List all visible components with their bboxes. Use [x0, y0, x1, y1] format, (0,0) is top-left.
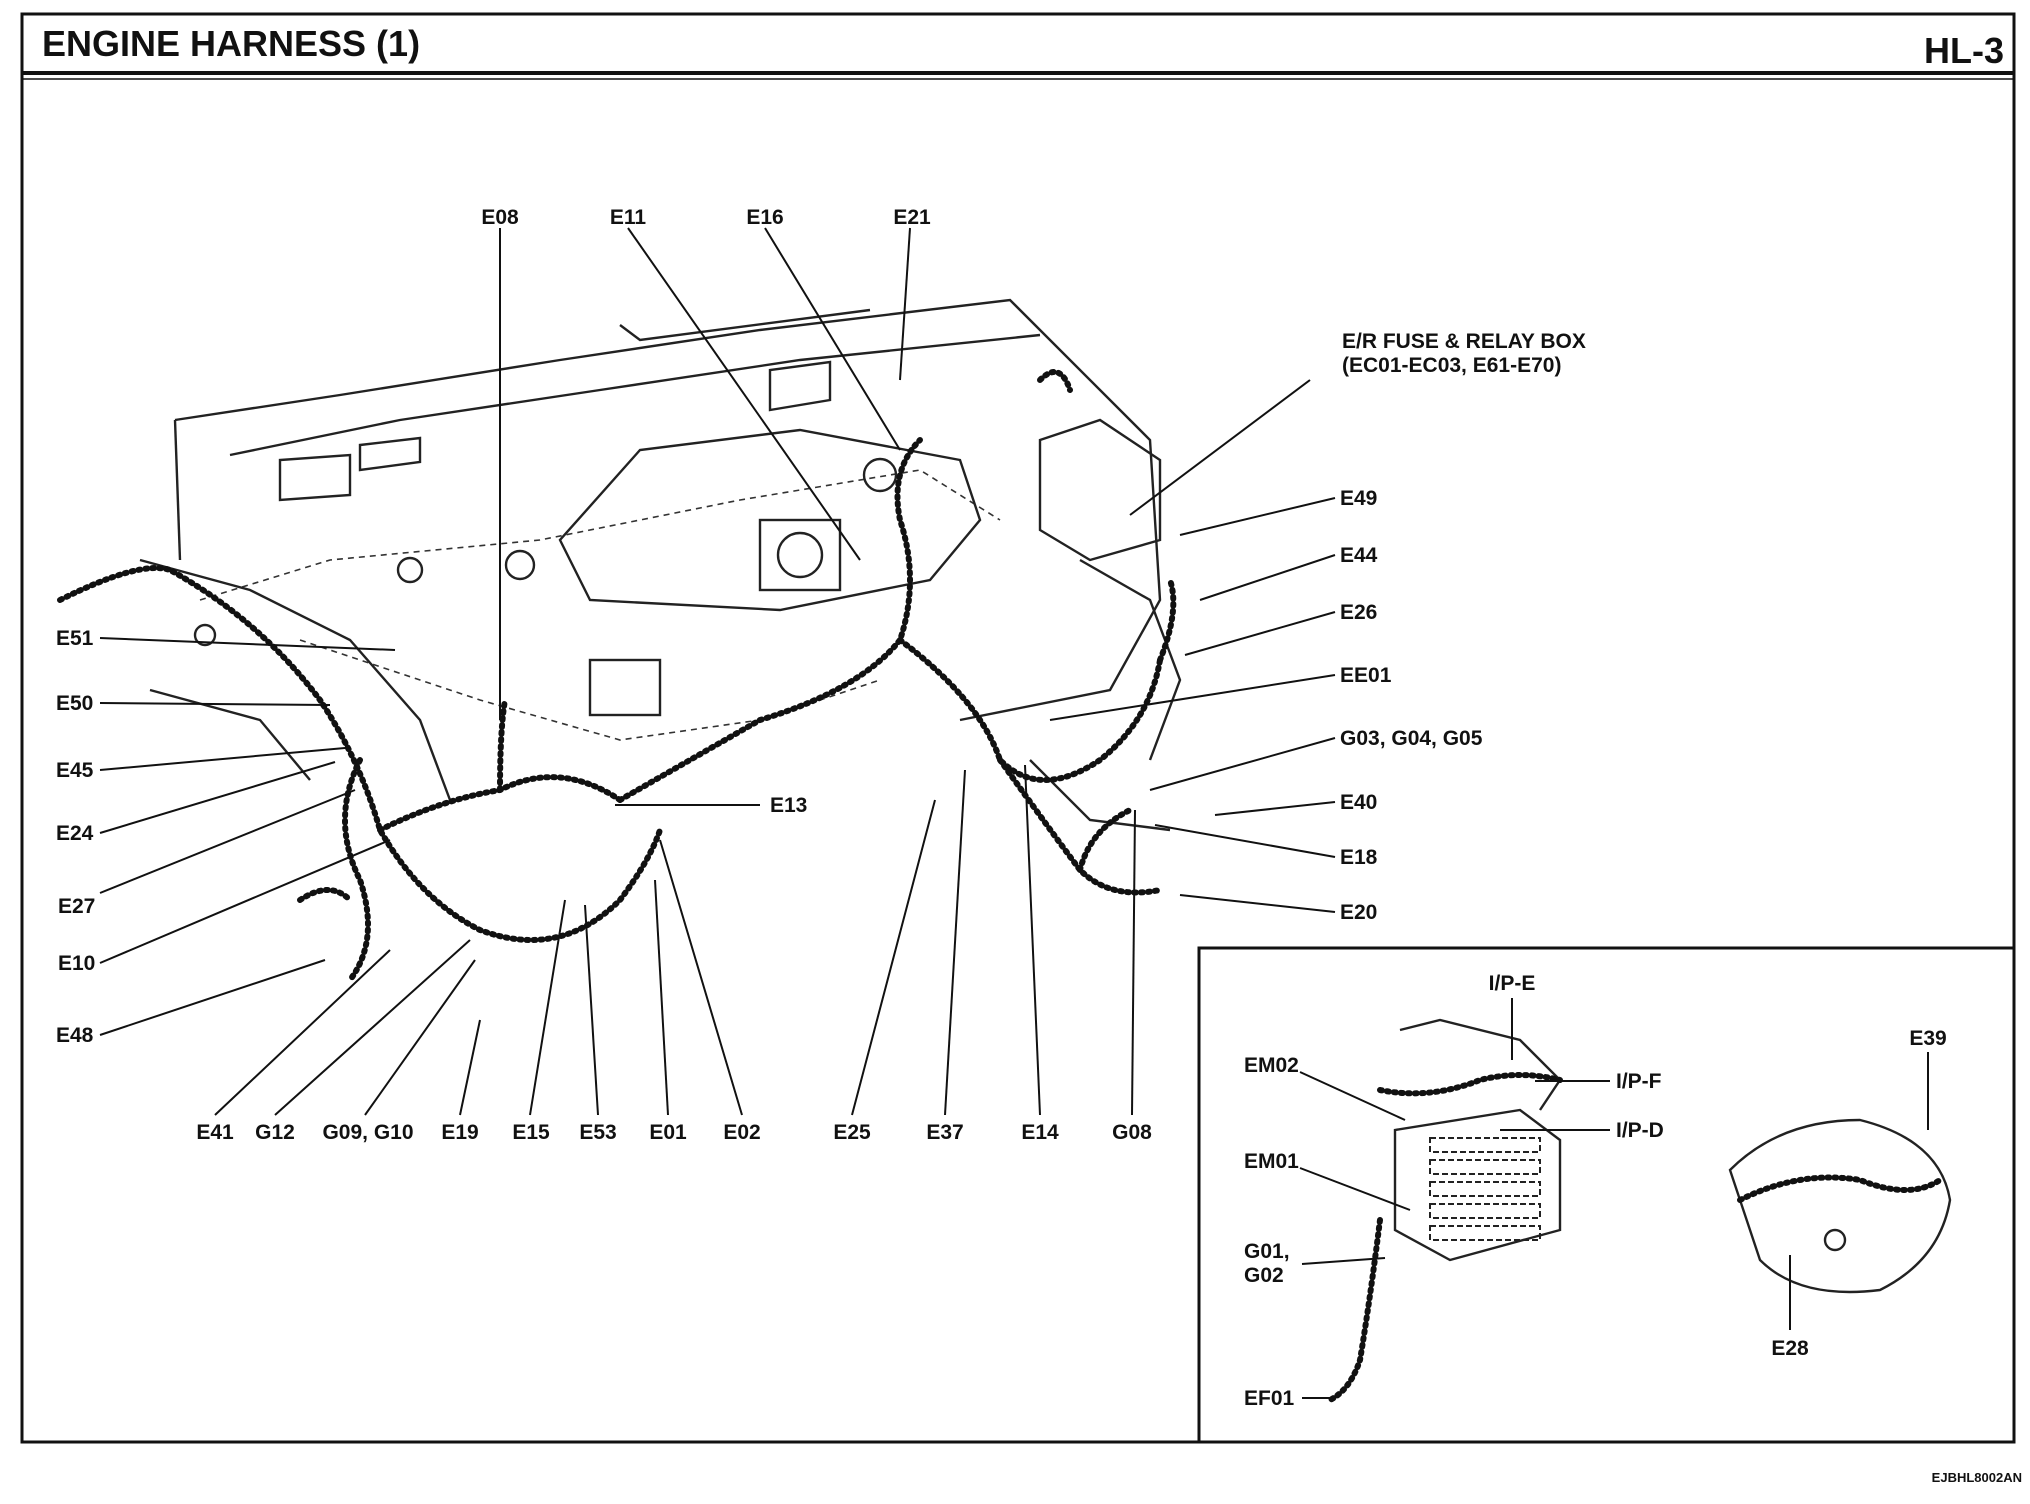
label-g02: G02 [1244, 1264, 1284, 1287]
label-e37: E37 [926, 1121, 963, 1144]
label-fuse-box-line2: (EC01-EC03, E61-E70) [1342, 354, 1561, 377]
label-e13: E13 [770, 794, 807, 817]
label-g01: G01, [1244, 1240, 1290, 1263]
label-e02: E02 [723, 1121, 760, 1144]
label-e50: E50 [56, 692, 93, 715]
label-g12: G12 [255, 1121, 295, 1144]
label-em02: EM02 [1244, 1054, 1299, 1077]
label-fuse-box-line1: E/R FUSE & RELAY BOX [1342, 330, 1586, 353]
page-title: ENGINE HARNESS (1) [42, 23, 420, 64]
label-e14: E14 [1021, 1121, 1059, 1144]
label-e26: E26 [1340, 601, 1377, 624]
main-view-labels: E08 E11 E16 E21 E/R FUSE & RELAY BOX (EC… [56, 206, 1586, 1144]
label-e51: E51 [56, 627, 94, 650]
label-e28: E28 [1771, 1337, 1809, 1360]
label-e49: E49 [1340, 487, 1377, 510]
engine-bay-drawing [139, 298, 1182, 832]
label-e27: E27 [58, 895, 95, 918]
fuse-grid [1429, 1137, 1541, 1241]
label-e53: E53 [579, 1121, 616, 1144]
label-ip-e: I/P-E [1489, 972, 1536, 995]
label-e20: E20 [1340, 901, 1377, 924]
callout-leaders [99, 227, 1336, 1116]
label-g03-g04-g05: G03, G04, G05 [1340, 727, 1483, 750]
label-ip-d: I/P-D [1616, 1119, 1664, 1142]
page-border [20, 12, 2016, 1444]
label-e19: E19 [441, 1121, 478, 1144]
label-g08: G08 [1112, 1121, 1152, 1144]
label-e45: E45 [56, 759, 94, 782]
label-e21: E21 [893, 206, 931, 229]
label-g09-g10: G09, G10 [322, 1121, 413, 1144]
label-e48: E48 [56, 1024, 94, 1047]
label-e39: E39 [1909, 1027, 1946, 1050]
label-em01: EM01 [1244, 1150, 1299, 1173]
label-e44: E44 [1340, 544, 1378, 567]
label-ee01: EE01 [1340, 664, 1392, 687]
label-e01: E01 [649, 1121, 687, 1144]
page-code: HL-3 [1924, 30, 2004, 71]
label-ef01: EF01 [1244, 1387, 1295, 1410]
label-e08: E08 [481, 206, 519, 229]
label-e11: E11 [610, 206, 647, 229]
label-e15: E15 [512, 1121, 550, 1144]
inset-panel: I/P-E EM02 I/P-F I/P-D EM01 G01, G02 EF0… [1197, 946, 2016, 1444]
figure-id: EJBHL8002AN [1932, 1470, 2022, 1485]
inset-border [1197, 946, 2016, 1444]
label-e18: E18 [1340, 846, 1378, 869]
label-e16: E16 [746, 206, 783, 229]
label-e40: E40 [1340, 791, 1377, 814]
label-e25: E25 [833, 1121, 871, 1144]
label-ip-f: I/P-F [1616, 1070, 1662, 1093]
label-e41: E41 [196, 1121, 234, 1144]
label-e10: E10 [58, 952, 95, 975]
label-e24: E24 [56, 822, 94, 845]
engine-harness-routing [57, 369, 1177, 983]
